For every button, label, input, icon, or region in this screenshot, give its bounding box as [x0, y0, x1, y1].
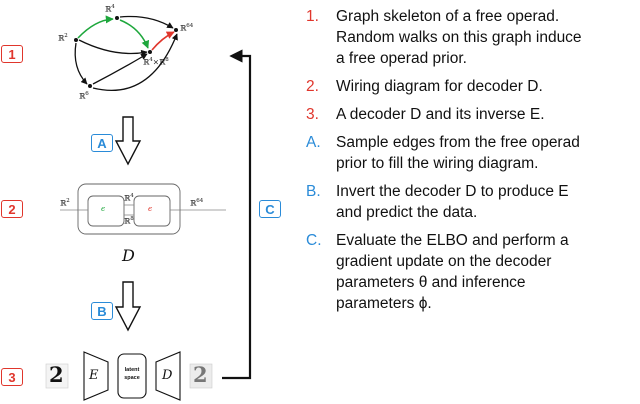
- edge-r2-r4r8: [78, 39, 148, 57]
- step-item: A. Sample edges from the free operad prio…: [306, 132, 640, 174]
- edge-green-mid: [119, 19, 150, 49]
- node-r6: [88, 84, 92, 88]
- step-number: C.: [306, 232, 322, 249]
- hollow-arrow-b: [114, 281, 142, 332]
- decoder-trapezoid: [155, 351, 181, 401]
- latent-space-label: latent space: [124, 367, 140, 381]
- wiring-inner-right-label: ϵ: [148, 204, 153, 213]
- node-r64: [174, 28, 178, 32]
- step-item: 3. A decoder D and its inverse E.: [306, 104, 640, 125]
- edge-green-top: [77, 15, 114, 39]
- encoder-label: E: [89, 368, 99, 383]
- edge-red: [151, 31, 175, 51]
- step-text: A decoder D and its inverse E.: [336, 106, 545, 123]
- tag-c: C: [259, 200, 281, 218]
- output-digit: 2: [193, 362, 208, 387]
- diagram-figure: 1 2 3 A B C ℝ2 ℝ4 ℝ64 ℝ6 ℝ4×ℝ8 ℝ2 ℝ64 ℝ4…: [0, 0, 310, 404]
- step-item: 1. Graph skeleton of a free operad. Rando…: [306, 6, 640, 69]
- label-r2: ℝ2: [58, 33, 68, 43]
- node-r4r8: [148, 50, 152, 54]
- diagram-canvas: [45, 15, 252, 401]
- wiring-label-top: ℝ4: [124, 193, 134, 203]
- node-r4: [115, 16, 119, 20]
- step-number: 2.: [306, 78, 319, 95]
- label-r4r8: ℝ4×ℝ8: [143, 57, 169, 67]
- output-digit-box: [189, 363, 213, 389]
- edge-r6-r64: [92, 33, 178, 92]
- tag-3: 3: [1, 368, 23, 386]
- decoder-caption: D: [122, 246, 135, 265]
- decoder-label: D: [162, 368, 173, 383]
- edge-r4-r64: [119, 15, 174, 29]
- latent-space-box: [117, 353, 147, 399]
- tag-1: 1: [1, 45, 23, 63]
- step-text: Wiring diagram for decoder D.: [336, 78, 543, 95]
- wiring-label-bottom: ℝ8: [124, 216, 134, 226]
- wiring-inner-left-box: [87, 195, 125, 227]
- step-item: B. Invert the decoder D to produce E and …: [306, 181, 640, 223]
- pipeline: [45, 351, 213, 401]
- label-r4: ℝ4: [105, 4, 115, 14]
- node-r2: [74, 38, 78, 42]
- step-text: Invert the decoder D to produce E and pr…: [336, 183, 569, 221]
- edge-r2-r6: [74, 42, 88, 85]
- feedback-arrow: [222, 49, 252, 380]
- tag-2: 2: [1, 200, 23, 218]
- step-item: C. Evaluate the ELBO and perform a gradie…: [306, 230, 640, 314]
- step-list: 1. Graph skeleton of a free operad. Rando…: [306, 6, 640, 321]
- hollow-arrow-a: [114, 116, 142, 166]
- step-item: 2. Wiring diagram for decoder D.: [306, 76, 640, 97]
- step-text: Graph skeleton of a free operad. Random …: [336, 8, 582, 67]
- input-digit-box: [45, 363, 69, 389]
- edge-r6-r4r8: [92, 53, 148, 85]
- graph-skeleton: [74, 15, 178, 92]
- encoder-trapezoid: [83, 351, 109, 401]
- wiring-label-right: ℝ64: [190, 198, 204, 208]
- tag-b: B: [91, 302, 113, 320]
- step-number: A.: [306, 134, 321, 151]
- step-number: B.: [306, 183, 321, 200]
- wiring-inner-left-label: ϵ: [101, 204, 106, 213]
- wiring-diagram: [60, 183, 226, 235]
- label-r64: ℝ64: [180, 23, 194, 33]
- step-text: Sample edges from the free operad prior …: [336, 134, 580, 172]
- tag-a: A: [91, 134, 113, 152]
- input-digit: 2: [49, 362, 64, 387]
- label-r6: ℝ6: [79, 91, 89, 101]
- step-text: Evaluate the ELBO and perform a gradient…: [336, 232, 569, 312]
- wiring-inner-right-box: [133, 195, 171, 227]
- step-number: 1.: [306, 8, 319, 25]
- wiring-label-left: ℝ2: [60, 198, 70, 208]
- step-number: 3.: [306, 106, 319, 123]
